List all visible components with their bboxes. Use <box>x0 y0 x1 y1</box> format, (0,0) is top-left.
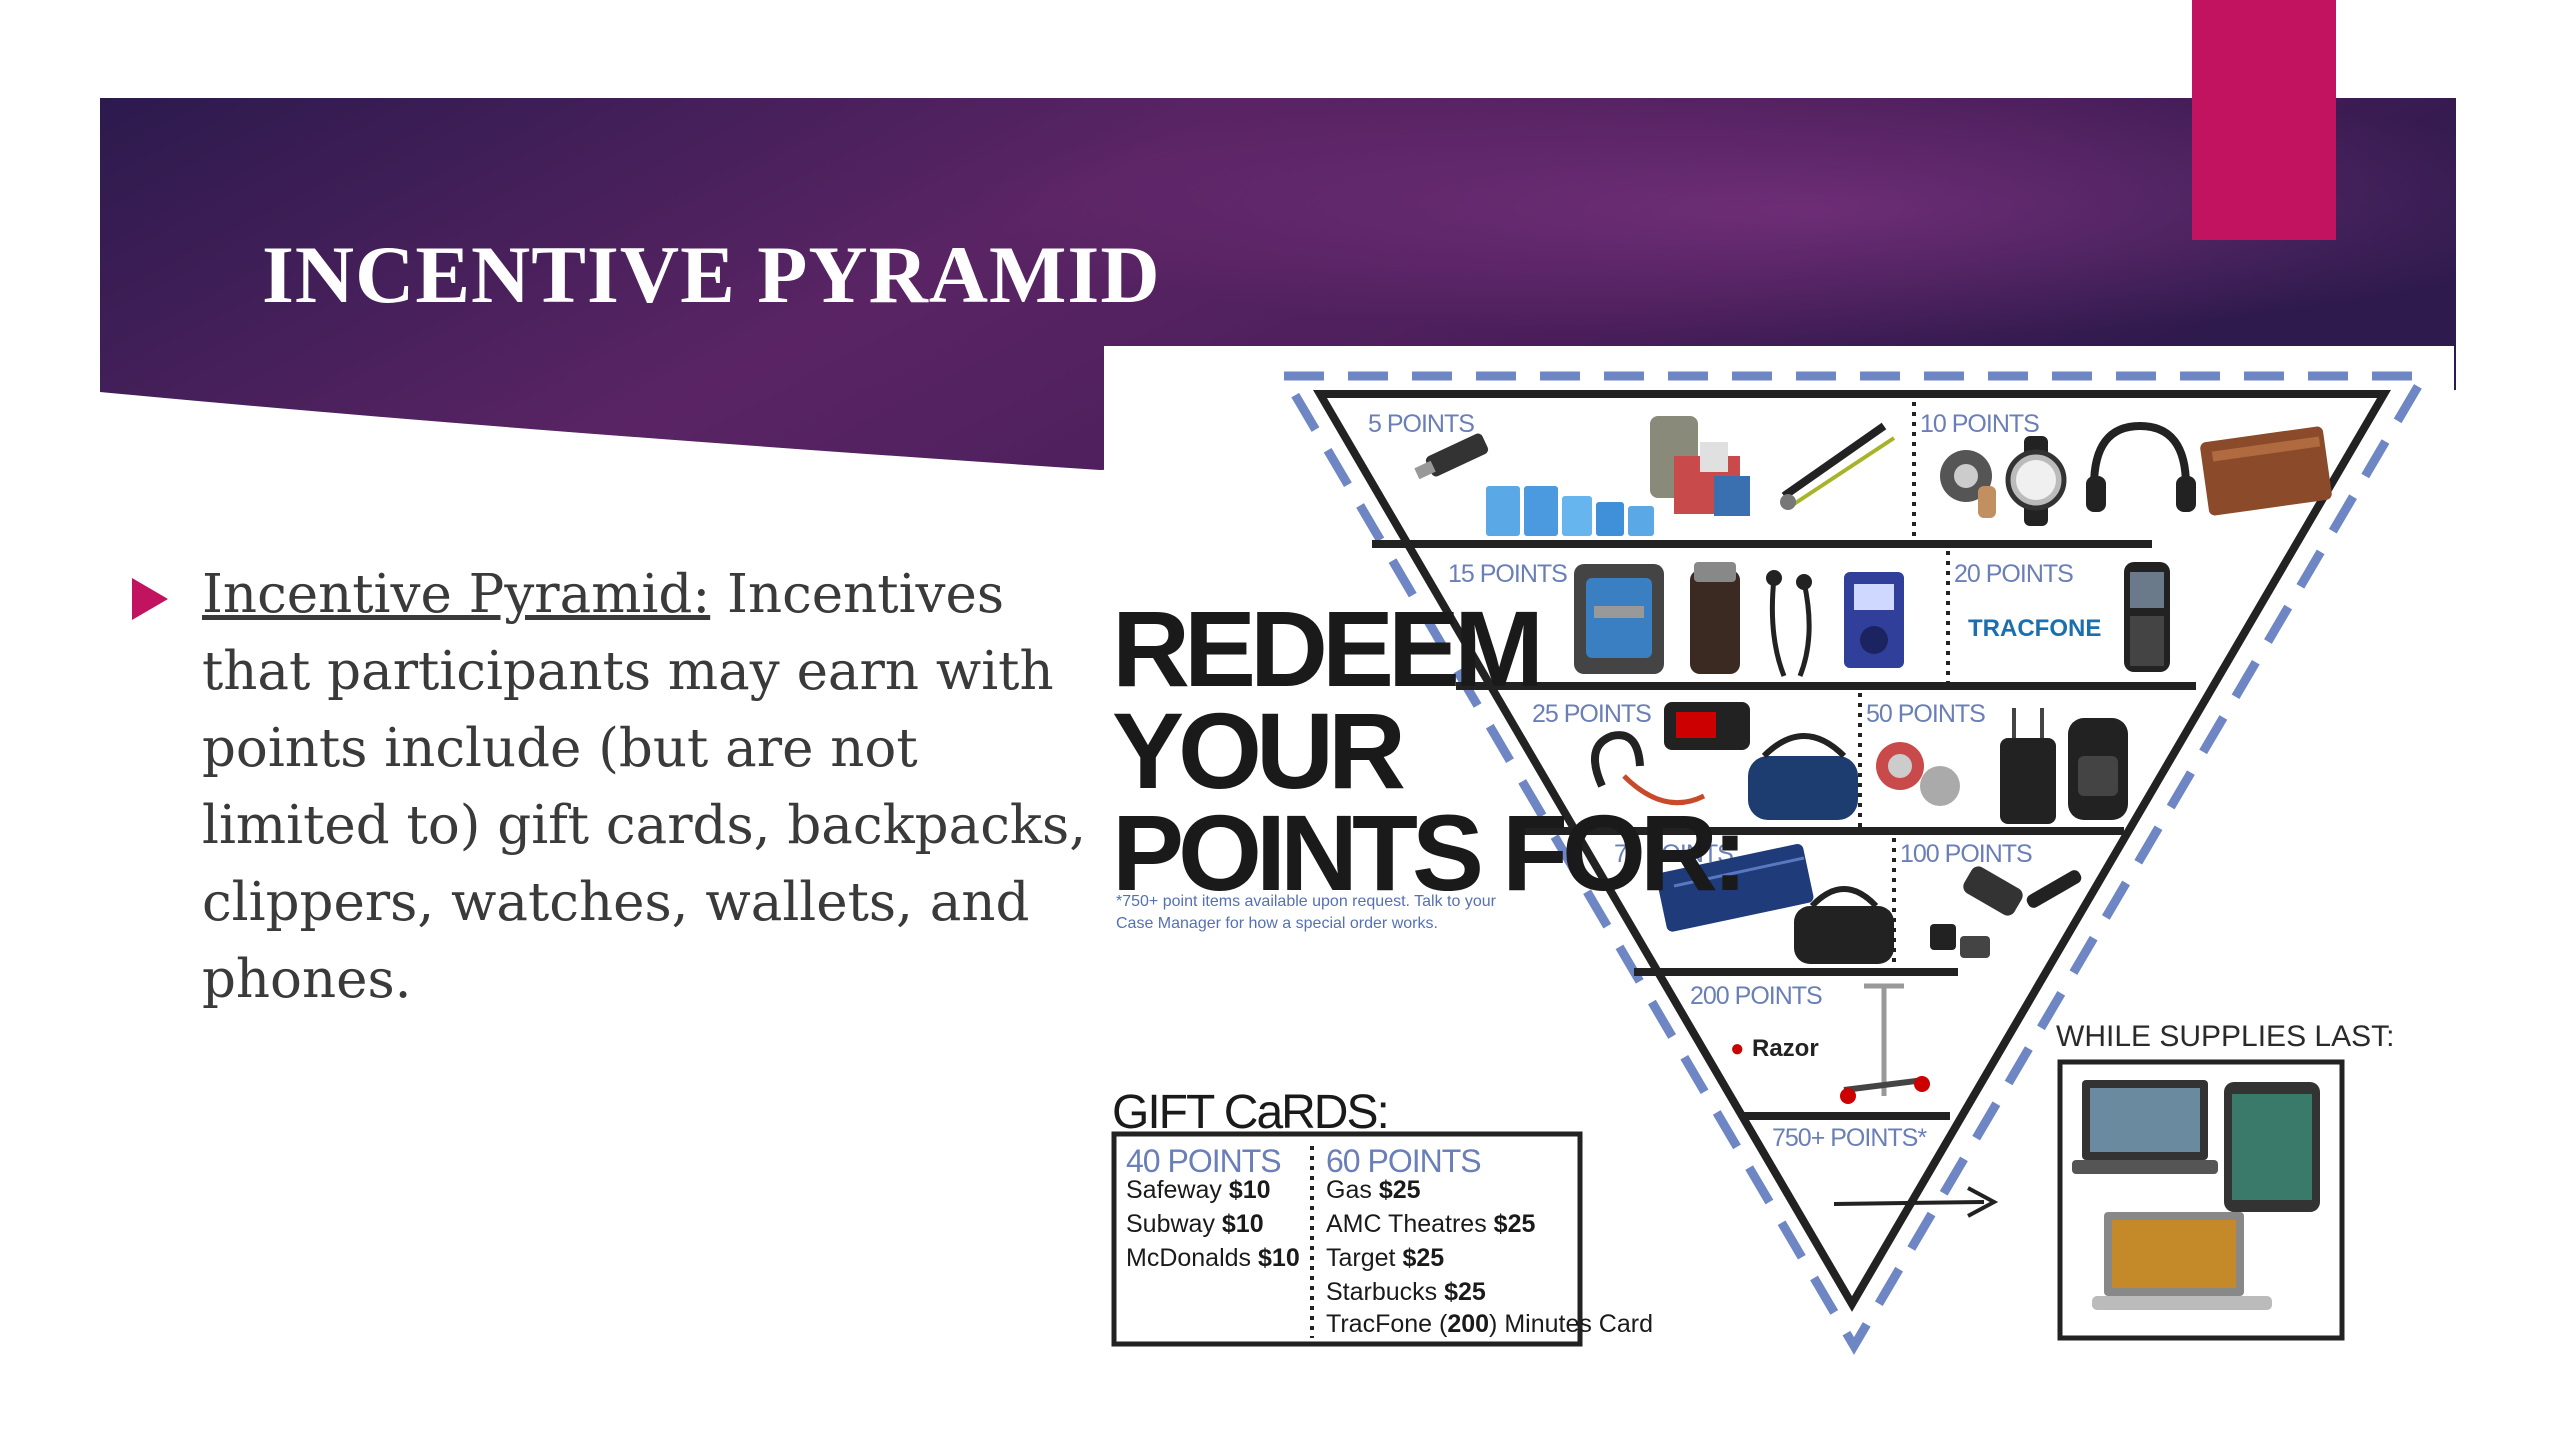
dashed-pyramid-outline <box>1276 371 2432 1355</box>
rolling-suitcase-icon <box>2000 708 2056 824</box>
alarm-clock-icon <box>1664 702 1750 750</box>
hair-clippers-icon <box>1930 866 2082 958</box>
headline-line-2: YOUR <box>1112 690 1404 811</box>
gift-card-item: Safeway $10 <box>1126 1176 1271 1204</box>
supplies-box <box>2057 1059 2345 1341</box>
headline-line-1: REDEEM <box>1112 588 1538 709</box>
tier-label: 10 POINTS <box>1920 410 2039 438</box>
note-line-2: Case Manager for how a special order wor… <box>1116 915 1438 932</box>
earbuds-icon <box>1766 570 1812 677</box>
tier-label: 5 POINTS <box>1368 410 1474 438</box>
gym-bag-icon <box>1794 886 1894 964</box>
shaving-kit-icon <box>1574 564 1664 674</box>
clipper-icon <box>1940 450 1996 518</box>
gift-card-item: Subway $10 <box>1126 1210 1264 1238</box>
gift-card-item: TracFone (200) Minutes Card <box>1326 1310 1653 1338</box>
gift-cards-box <box>1111 1131 1583 1347</box>
bike-lock-icon <box>1591 731 1706 806</box>
razor-logo-icon: ● <box>1730 1035 1745 1062</box>
sleeping-bag-icon <box>1656 843 1814 932</box>
arrow-right-icon <box>1833 1186 1999 1218</box>
tier-label: 15 POINTS <box>1448 560 1567 588</box>
hygiene-kit-icon <box>1650 416 1750 516</box>
gift-card-item: McDonalds $10 <box>1126 1244 1300 1272</box>
gift-card-item: Target $25 <box>1326 1244 1444 1272</box>
note-line-1: *750+ point items available upon request… <box>1116 893 1497 910</box>
accent-tab <box>2192 0 2336 240</box>
slide-title: INCENTIVE PYRAMID <box>262 229 1161 320</box>
tier-label: 25 POINTS <box>1532 700 1651 728</box>
headphones-icon <box>2086 421 2196 512</box>
gift-card-item: Starbucks $25 <box>1326 1278 1486 1306</box>
lanyard-icon <box>1780 422 1896 510</box>
radio-player-icon <box>1844 572 1904 668</box>
tier-label: 100 POINTS <box>1900 840 2032 868</box>
bullet-arrow-icon <box>132 578 168 620</box>
bullet-term: Incentive Pyramid: <box>202 564 711 625</box>
usb-drive-icon <box>1414 433 1489 480</box>
travel-mug-icon <box>1690 562 1740 674</box>
gift-cards-title: GIFT CaRDS: <box>1112 1086 1388 1139</box>
zip-bags-icon <box>1486 486 1654 536</box>
laptop-icon <box>2072 1080 2218 1174</box>
headline-line-3: POINTS FOR: <box>1112 792 1742 913</box>
gift-cards-col2-head: 60 POINTS <box>1326 1143 1481 1179</box>
cell-phone-icon <box>2124 562 2170 672</box>
tier-label: 50 POINTS <box>1866 700 1985 728</box>
bullet-text: Incentive Pyramid: Incentives that parti… <box>202 556 1102 1018</box>
pyramid-outline <box>1313 390 2391 1312</box>
scooter-icon <box>1840 983 1930 1104</box>
wallet-icon <box>2200 426 2332 516</box>
duffel-bag-icon <box>1748 733 1858 820</box>
tracfone-logo: TRACFONE <box>1968 615 2101 642</box>
backpack-icon <box>2068 718 2128 820</box>
tier-label: 200 POINTS <box>1690 982 1822 1010</box>
speaker-icon <box>1876 742 1960 806</box>
supplies-label: WHILE SUPPLIES LAST: <box>2056 1020 2394 1053</box>
bullet-body: Incentives that participants may earn wi… <box>202 564 1087 1010</box>
tablet-icon <box>2224 1082 2320 1212</box>
gift-card-item: AMC Theatres $25 <box>1326 1210 1535 1238</box>
tier-label: 20 POINTS <box>1954 560 2073 588</box>
watch-icon <box>2005 436 2067 526</box>
notebook-laptop-icon <box>2092 1212 2272 1310</box>
incentive-infographic: 5 POINTS 10 POINTS 15 POINTS 20 POINTS 2… <box>1104 346 2454 1356</box>
gift-card-item: Gas $25 <box>1326 1176 1421 1204</box>
tier-label: 750+ POINTS* <box>1772 1124 1927 1152</box>
razor-logo: Razor <box>1752 1035 1819 1062</box>
gift-cards-col1-head: 40 POINTS <box>1126 1143 1281 1179</box>
